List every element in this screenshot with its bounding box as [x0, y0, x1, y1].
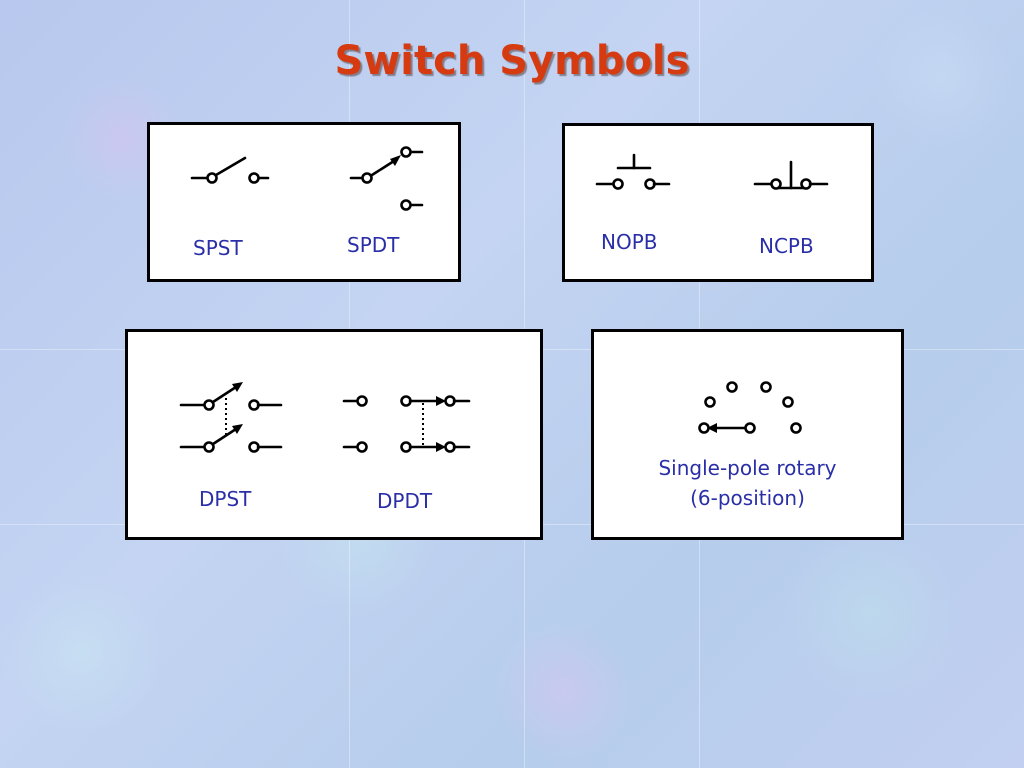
dpdt-label: DPDT [377, 489, 433, 513]
spdt-label: SPDT [347, 233, 400, 257]
nopb-switch-icon [595, 153, 671, 190]
dpst-label: DPST [199, 487, 252, 511]
spst-label: SPST [193, 236, 243, 260]
dpdt-switch-icon [342, 395, 471, 453]
spdt-switch-icon [349, 146, 424, 211]
panel-dpst-dpdt: DPST DPDT [125, 329, 543, 540]
rotary-switch-icon [698, 381, 802, 434]
rotary-label-line2: (6-position) [690, 486, 805, 510]
ncpb-label: NCPB [759, 234, 814, 258]
nopb-label: NOPB [601, 230, 658, 254]
slide-title: Switch Symbols [334, 38, 690, 84]
rotary-label-line1: Single-pole rotary [658, 456, 837, 480]
panel-rotary: Single-pole rotary (6-position) [591, 329, 904, 540]
spst-switch-icon [190, 156, 270, 184]
dpst-switch-icon [179, 382, 283, 453]
panel-spst-spdt: SPST SPDT [147, 122, 461, 282]
ncpb-switch-icon [753, 160, 829, 190]
panel-nopb-ncpb: NOPB NCPB [562, 123, 874, 282]
